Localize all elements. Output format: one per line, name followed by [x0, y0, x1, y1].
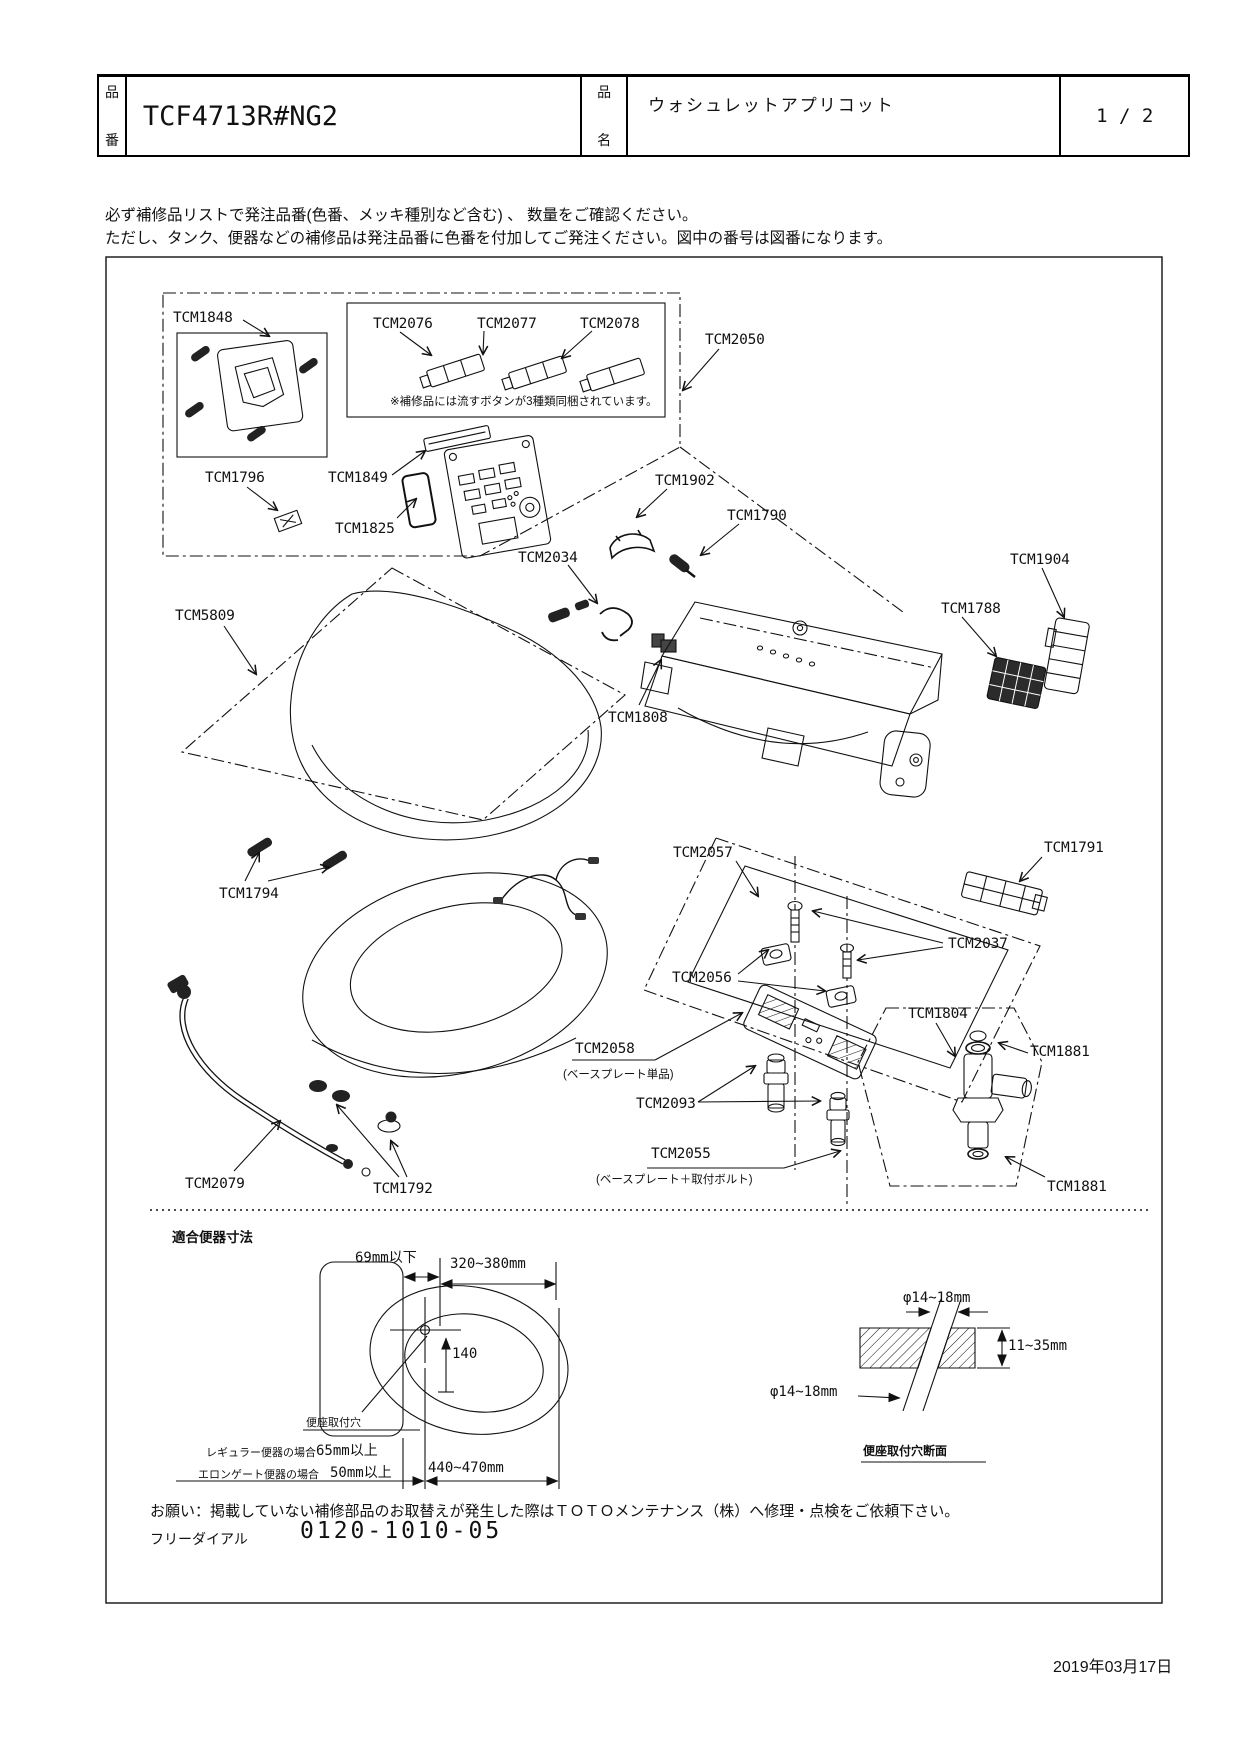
- toilet-lid: [289, 590, 602, 841]
- bracket-part-tcm1791: [961, 871, 1048, 916]
- part-label-tcm2055-24: TCM2055: [651, 1146, 711, 1162]
- leader-lines: [223, 319, 1064, 1178]
- product-name-label-top: 品: [597, 84, 612, 100]
- damper-pins-tcm1794: [247, 837, 348, 870]
- screw-part-tcm1790: [669, 554, 696, 578]
- wall-plate-assembly: [176, 332, 328, 458]
- part-label-tcm2077-2: TCM2077: [477, 316, 537, 332]
- dimension-text-6: エロンゲート便器の場合: [198, 1469, 319, 1481]
- bracket-part-tcm1902: [609, 529, 656, 560]
- part-label-tcm2034-8: TCM2034: [518, 550, 578, 566]
- part-label-tcm2093-23: TCM2093: [636, 1096, 696, 1112]
- part-label-tcm1804-20: TCM1804: [908, 1006, 968, 1022]
- freedial-number: 0120-1010-05: [300, 1518, 503, 1544]
- product-name-label-bottom: 名: [597, 132, 612, 148]
- part-label-tcm1794-15: TCM1794: [219, 886, 279, 902]
- part-sublabel-tcm2058: (ベースプレート単品): [563, 1069, 674, 1081]
- water-fitting: [952, 1030, 1032, 1160]
- part-number-label-bottom: 番: [104, 132, 119, 148]
- issue-date: 2019年03月17日: [1053, 1659, 1173, 1676]
- part-label-tcm2079-26: TCM2079: [185, 1176, 245, 1192]
- bowl-dimension-figure: [176, 1258, 569, 1489]
- dimension-text-11: φ14~18mm: [770, 1384, 838, 1400]
- part-label-tcm2058-21: TCM2058: [575, 1041, 635, 1057]
- dimension-text-7: 50mm以上: [330, 1465, 392, 1481]
- dimension-section-title: 適合便器寸法: [172, 1230, 253, 1245]
- clip-part-tcm2034: [599, 607, 633, 642]
- notice-line-1: 必ず補修品リストで発注品番(色番、メッキ種別など含む) 、 数量をご確認ください…: [105, 207, 698, 224]
- part-number-label-top: 品: [104, 84, 119, 100]
- dimension-text-2: 140: [452, 1346, 478, 1362]
- request-note: お願い：掲載していない補修部品のお取替えが発生した際はＴＯＴＯメンテナンス（株）…: [150, 1503, 960, 1520]
- seat-ring: [302, 872, 608, 1102]
- dimension-text-10: 11~35mm: [1008, 1338, 1068, 1354]
- remote-control-assembly: [401, 425, 552, 559]
- part-label-tcm1808-14: TCM1808: [608, 710, 668, 726]
- water-hose: [167, 974, 371, 1177]
- hole-cross-section-figure: [857, 1298, 1010, 1412]
- part-label-tcm1881-22: TCM1881: [1030, 1044, 1090, 1060]
- flush-button-note: ※補修品には流すボタンが3種類同梱されています。: [390, 396, 658, 408]
- part-label-tcm1881-25: TCM1881: [1047, 1179, 1107, 1195]
- part-label-tcm2050-4: TCM2050: [705, 332, 765, 348]
- part-label-tcm1796-5: TCM1796: [205, 470, 265, 486]
- part-label-tcm1902-9: TCM1902: [655, 473, 715, 489]
- dimension-text-9: φ14~18mm: [903, 1290, 971, 1306]
- part-label-tcm2078-3: TCM2078: [580, 316, 640, 332]
- part-label-tcm1792-27: TCM1792: [373, 1181, 433, 1197]
- dimension-text-3: 便座取付穴: [306, 1417, 361, 1429]
- product-name-header-cell: 品 名: [582, 77, 629, 155]
- header-table: 品 番 TCF4713R#NG2 品 名 ウォシュレットアプリコット 1 / 2: [97, 74, 1190, 157]
- rubber-bushing-1: [763, 1053, 789, 1113]
- freedial-label: フリーダイアル: [150, 1531, 248, 1547]
- part-label-tcm1791-16: TCM1791: [1044, 840, 1104, 856]
- dimension-text-0: 69mm以下: [355, 1250, 417, 1266]
- main-unit-body: [640, 601, 943, 798]
- part-label-tcm2057-17: TCM2057: [673, 845, 733, 861]
- seat-bolt-tcm1792: [377, 1111, 401, 1133]
- bracket-part-tcm1808: [651, 633, 677, 653]
- part-label-tcm1904-11: TCM1904: [1010, 552, 1070, 568]
- part-label-tcm1825-7: TCM1825: [335, 521, 395, 537]
- connector-part-tcm1904: [1043, 617, 1090, 695]
- grille-part-tcm1788: [986, 657, 1047, 709]
- small-plate-part: [273, 509, 303, 533]
- rubber-bushing-2: [826, 1091, 850, 1147]
- part-label-tcm1849-6: TCM1849: [328, 470, 388, 486]
- part-sublabel-tcm2055: (ベースプレート＋取付ボルト): [596, 1174, 753, 1186]
- part-label-tcm2056-19: TCM2056: [672, 970, 732, 986]
- product-name-value: ウォシュレットアプリコット: [628, 77, 1062, 155]
- wiring-harness: [493, 857, 599, 920]
- part-number-header-cell: 品 番: [99, 77, 127, 155]
- part-label-tcm5809-13: TCM5809: [175, 608, 235, 624]
- dimension-text-5: 65mm以上: [316, 1443, 378, 1459]
- diagram-border: [105, 256, 1163, 1604]
- flush-buttons-box: [346, 302, 666, 418]
- part-label-tcm1848-0: TCM1848: [173, 310, 233, 326]
- page-indicator: 1 / 2: [1096, 105, 1154, 127]
- notice-line-2: ただし、タンク、便器などの補修品は発注品番に色番を付加してご発注ください。図中の…: [105, 230, 893, 247]
- part-label-tcm1788-12: TCM1788: [941, 601, 1001, 617]
- part-label-tcm2076-1: TCM2076: [373, 316, 433, 332]
- dimension-text-1: 320~380mm: [450, 1256, 526, 1272]
- dimension-text-8: 440~470mm: [428, 1460, 504, 1476]
- base-plate-assembly: [687, 865, 1009, 1147]
- dimension-text-12: 便座取付穴断面: [863, 1444, 948, 1458]
- dimension-text-4: レギュラー便器の場合: [206, 1447, 316, 1459]
- part-label-tcm2037-18: TCM2037: [948, 936, 1008, 952]
- part-number-value: TCF4713R#NG2: [127, 77, 583, 155]
- part-label-tcm1790-10: TCM1790: [727, 508, 787, 524]
